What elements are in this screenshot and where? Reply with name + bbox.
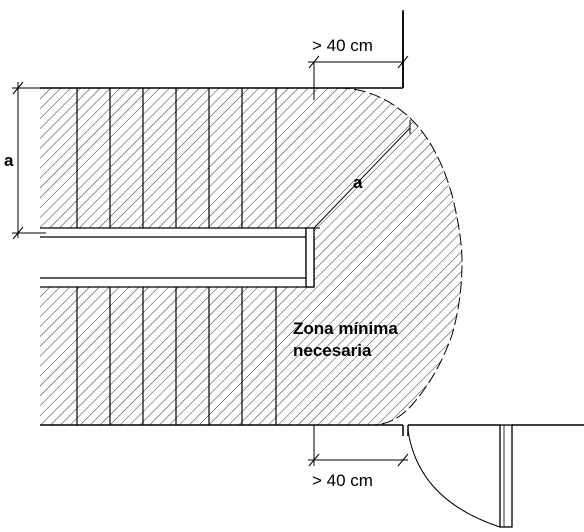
- landing-zone-boundary: [337, 87, 463, 426]
- dimension-a-radius-label: a: [353, 173, 363, 192]
- stair-well-wall: [40, 227, 315, 288]
- dimension-a-left: [12, 81, 46, 240]
- dimension-bottom: [308, 425, 409, 467]
- dimension-top-label: > 40 cm: [312, 36, 373, 55]
- lower-stair-flight: [40, 287, 314, 425]
- landing-zone: [314, 88, 462, 425]
- door: [407, 424, 513, 528]
- dimension-a-radius: [308, 120, 411, 229]
- dimension-bottom-label: > 40 cm: [312, 471, 373, 490]
- dimension-a-left-label: a: [4, 151, 14, 170]
- zone-label-line1: Zona mínima: [293, 319, 398, 338]
- door-swing-arc: [407, 429, 501, 528]
- lower-wall: [40, 424, 584, 436]
- upper-stair-flight: [40, 88, 314, 228]
- zone-label-line2: necesaria: [293, 341, 372, 360]
- dimension-top: [308, 55, 409, 100]
